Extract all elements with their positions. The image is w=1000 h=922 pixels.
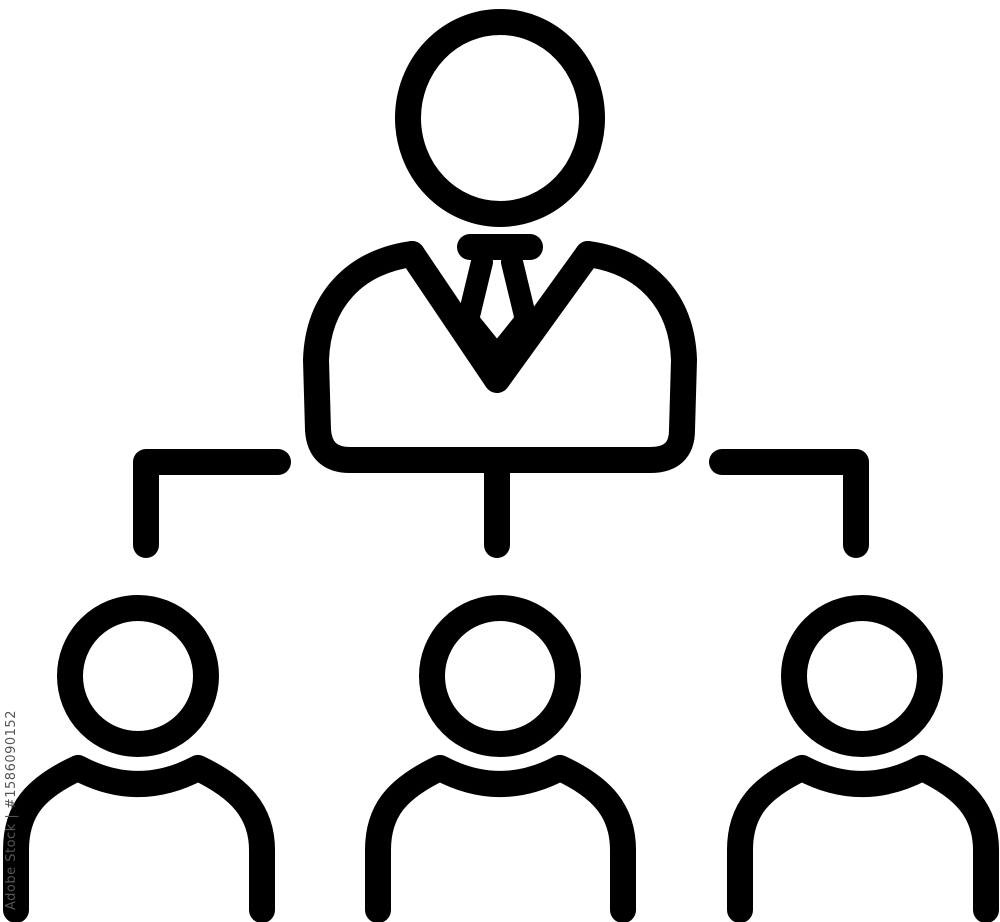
connector-left (133, 449, 291, 558)
team-member-body (365, 755, 636, 922)
team-member-body (3, 755, 275, 922)
manager-figure (303, 9, 697, 473)
connector-right (709, 449, 869, 558)
team-member-center (365, 595, 636, 922)
team-member-head (419, 595, 581, 757)
team-member-body (727, 755, 999, 922)
connector-lines (133, 449, 869, 558)
team-member-head (57, 595, 219, 757)
manager-head (395, 9, 605, 227)
team-member-head (781, 595, 943, 757)
team-member-right (727, 595, 999, 922)
manager-tie (457, 251, 537, 367)
team-member-left (3, 595, 275, 922)
watermark-stock-id: Adobe Stock | #1586090152 (4, 710, 19, 910)
manager-collar (399, 241, 601, 393)
